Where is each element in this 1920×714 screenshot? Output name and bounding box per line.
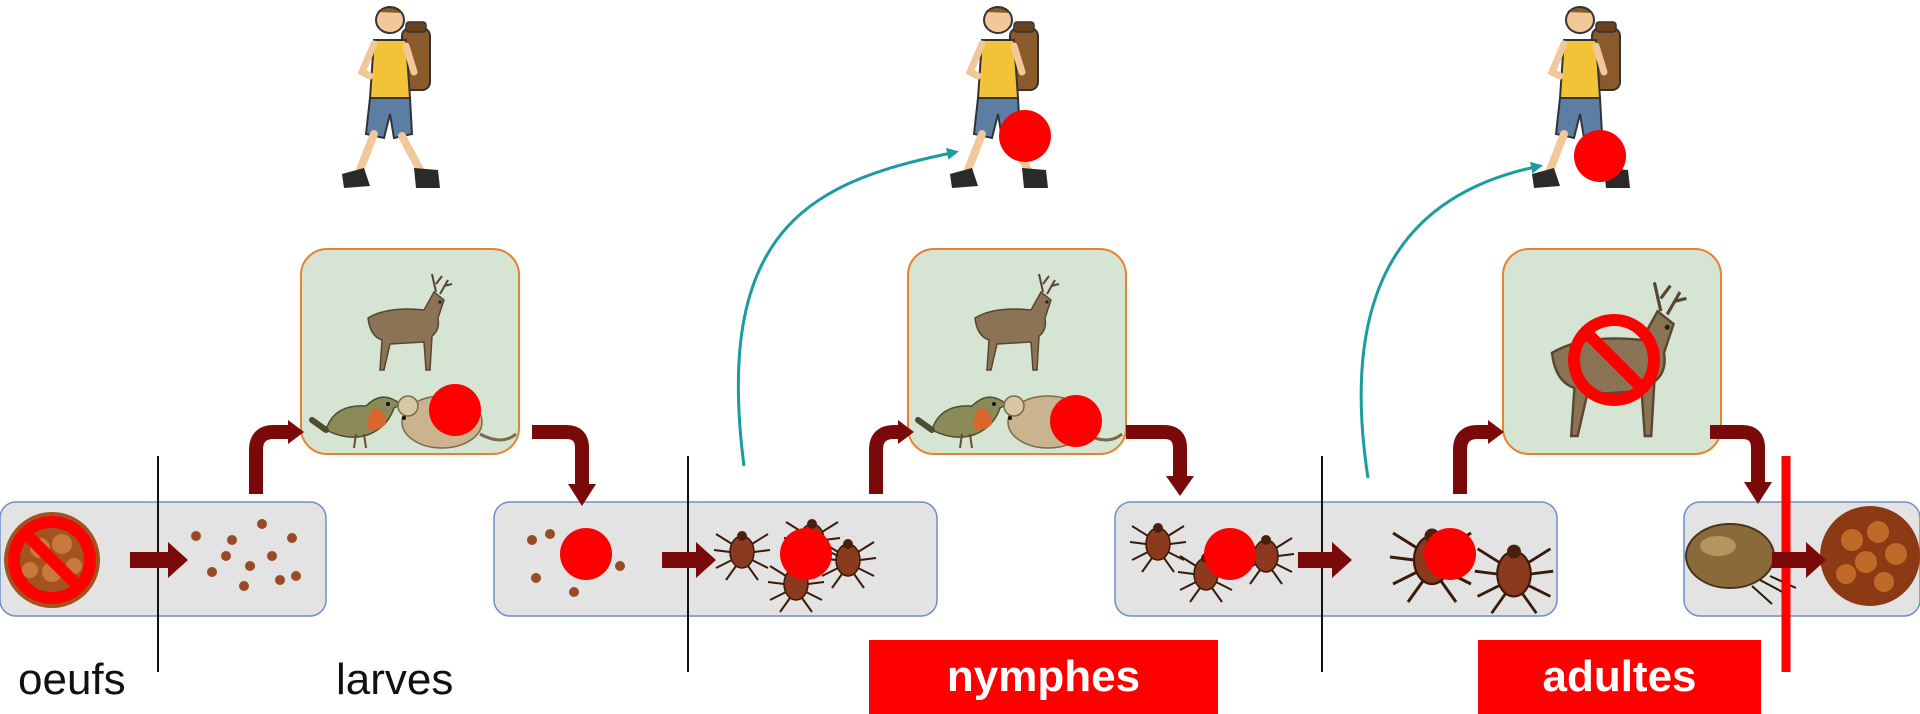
egg-mass-icon <box>1820 506 1920 606</box>
stage-label-larvae: larves <box>336 655 454 704</box>
step-arrow <box>568 476 1772 506</box>
human-transmission-arrow <box>1359 161 1543 479</box>
hiker-icon <box>950 7 1048 188</box>
step-arrow <box>288 420 1504 444</box>
hiker-icon <box>342 7 440 188</box>
prohibited-icon <box>8 516 96 604</box>
prohibited-icon <box>1568 314 1660 406</box>
stage-label-adults: adultes <box>1542 652 1697 701</box>
step-arrow <box>130 542 1826 578</box>
stage-label-nymphs: nymphes <box>946 652 1141 701</box>
engorged-tick-icon <box>1685 523 1797 605</box>
infection-dot-icon <box>429 110 1626 580</box>
tick-icon <box>191 519 301 591</box>
step-arrow <box>532 425 1765 486</box>
stage-banner-nymphs: nymphes <box>869 640 1218 714</box>
human-transmission-arrow <box>736 147 959 467</box>
stage-banner-adults: adultes <box>1478 640 1761 714</box>
stage-label-eggs: oeufs <box>18 655 126 704</box>
step-arrow <box>249 425 1490 494</box>
